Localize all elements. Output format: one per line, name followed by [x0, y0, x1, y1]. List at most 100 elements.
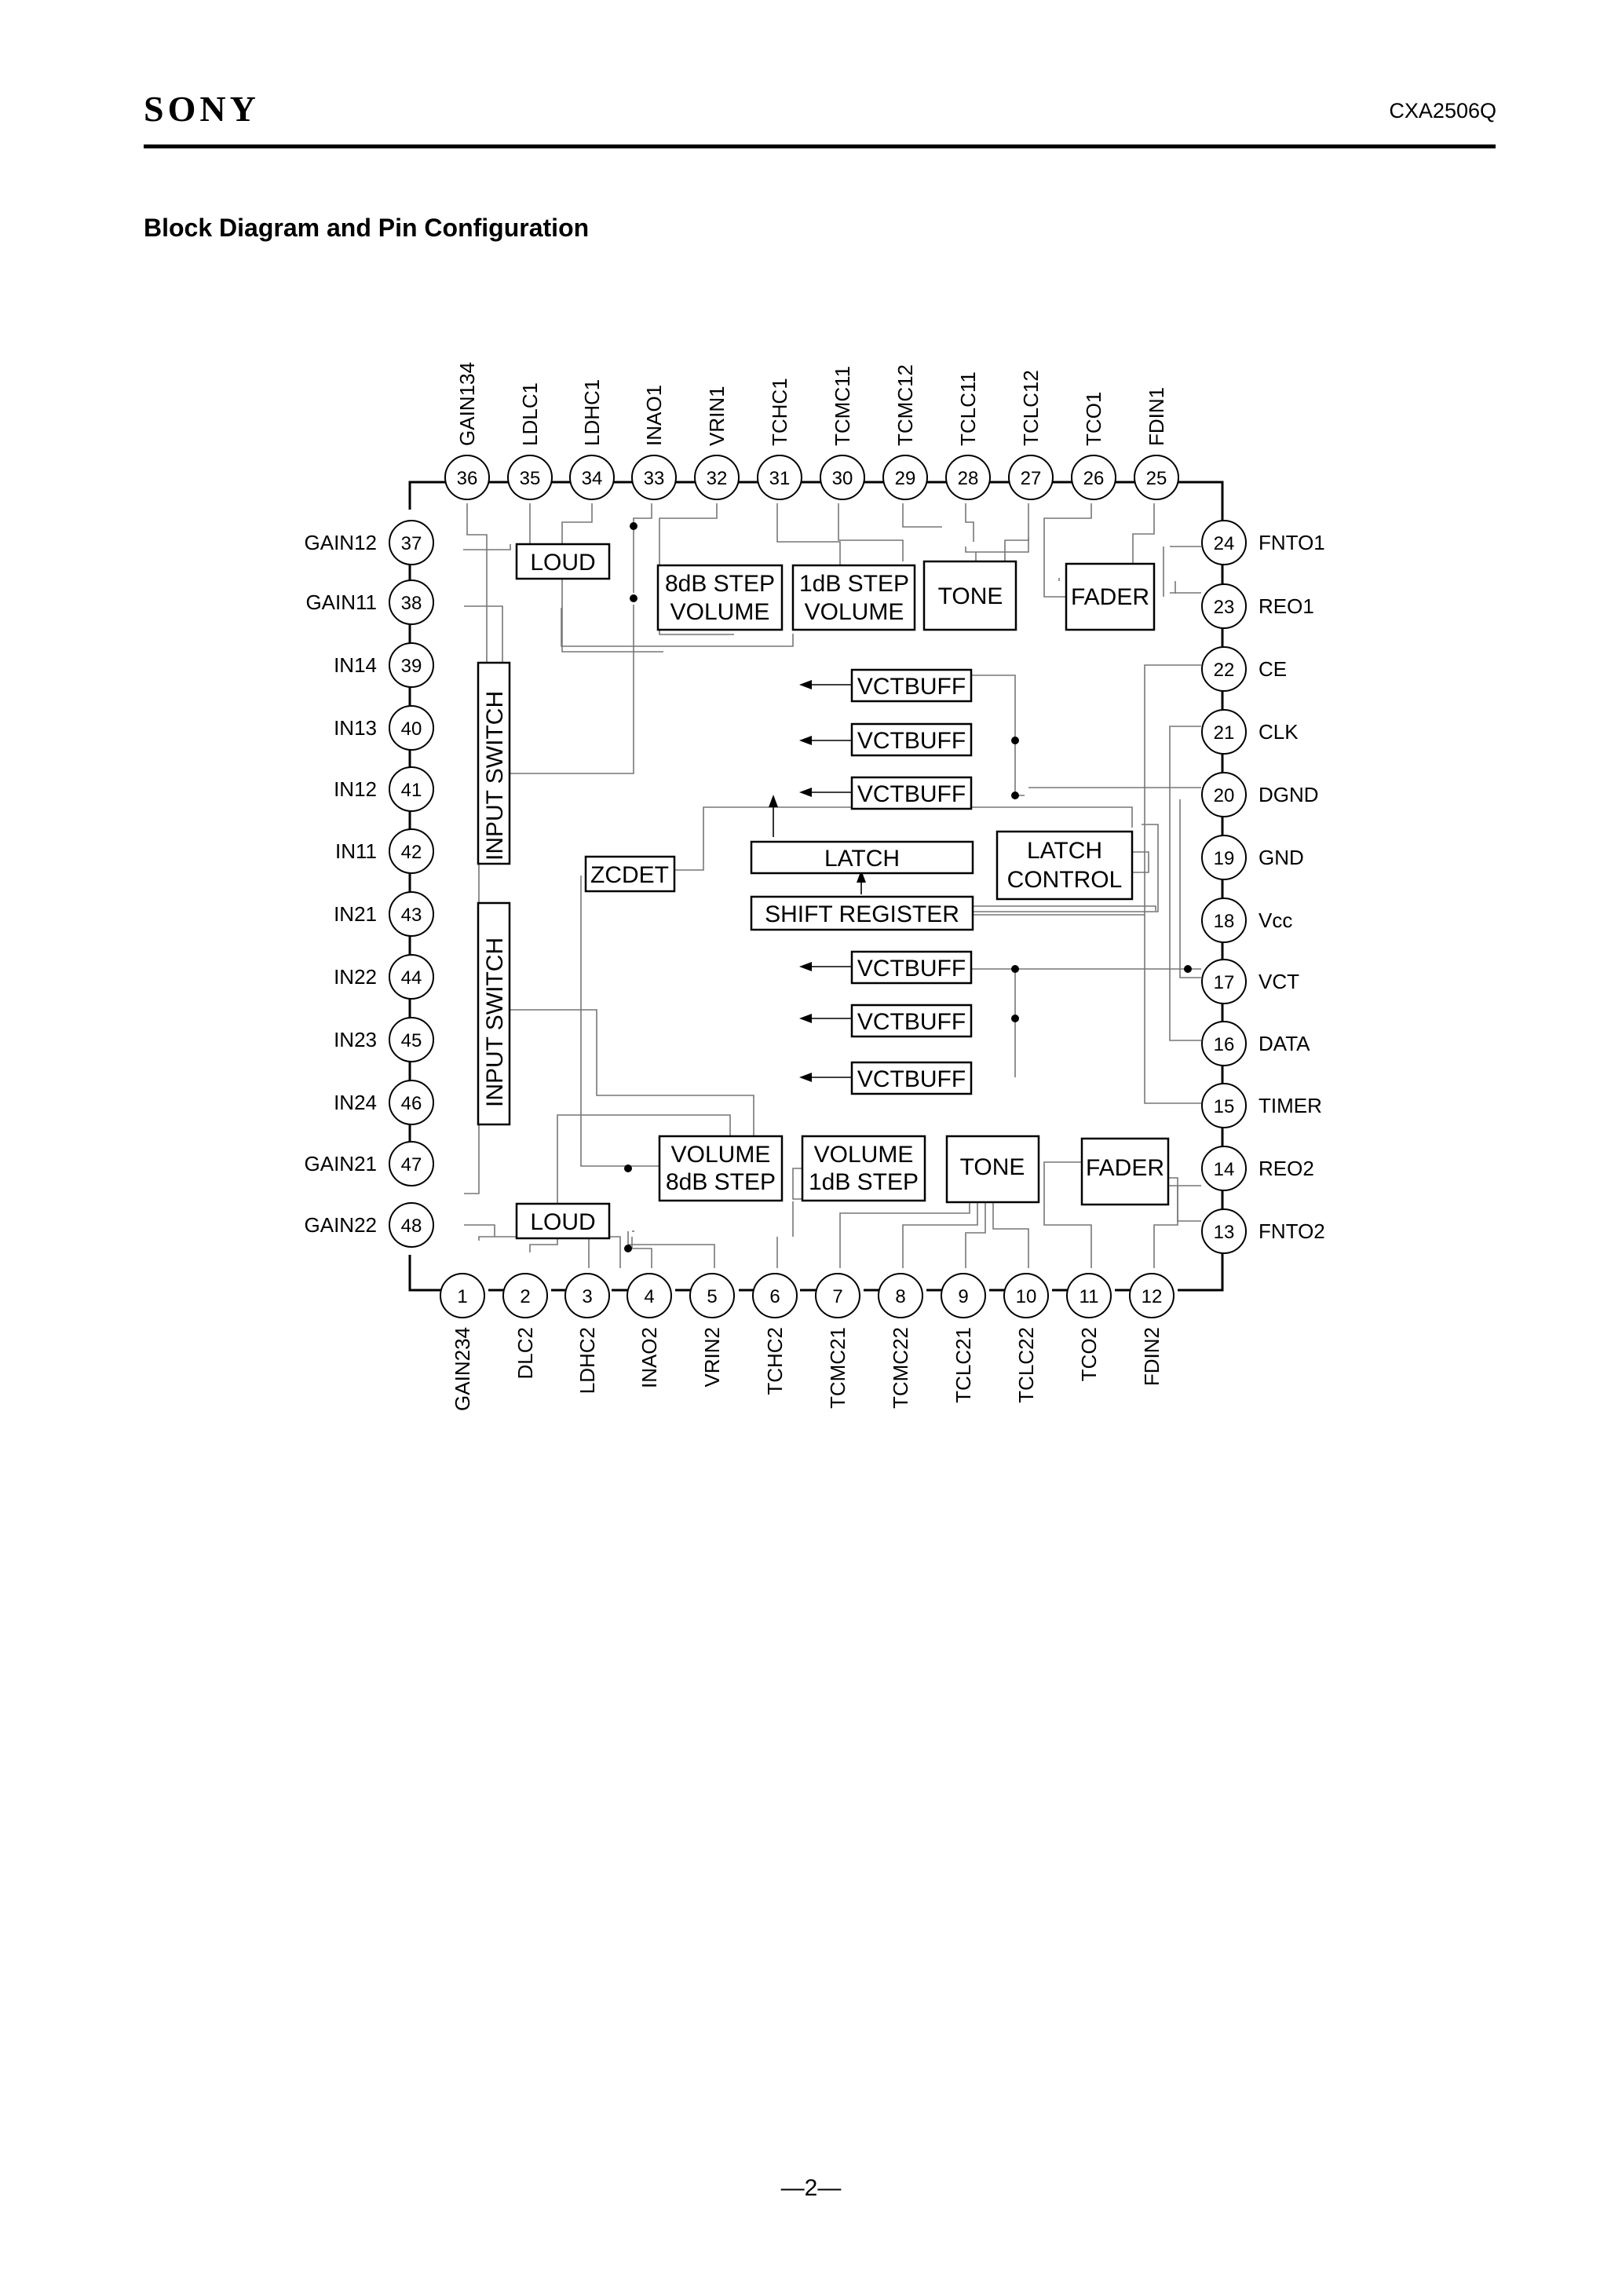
pin-circle	[1201, 1208, 1247, 1254]
pin-label: TIMER	[1259, 1094, 1322, 1117]
pin-number: 11	[1080, 1286, 1099, 1307]
pin-circle	[1008, 455, 1054, 500]
pin-label: TCMC22	[889, 1327, 912, 1409]
pin-number: 5	[707, 1286, 717, 1307]
pin-number: 28	[958, 468, 979, 489]
pin-label: DLC2	[513, 1327, 537, 1379]
pin-label: INAO1	[642, 385, 666, 446]
pin-circle	[569, 455, 615, 500]
tone-block-2: TONE	[945, 1135, 1040, 1204]
pin-number: 47	[401, 1154, 422, 1175]
pin-number: 38	[401, 593, 422, 614]
pin-circle	[389, 705, 434, 751]
svg-text:VOLUME: VOLUME	[805, 599, 904, 625]
svg-text:VCTBUFF: VCTBUFF	[857, 956, 966, 982]
pin-number: 19	[1214, 848, 1235, 869]
pin-circle	[878, 1273, 923, 1318]
pin-circle	[389, 1017, 434, 1062]
page-number: —2—	[780, 2175, 842, 2201]
pin-label: LDHC1	[580, 379, 604, 446]
pin-circle	[694, 455, 740, 500]
pin-number: 13	[1214, 1222, 1235, 1243]
svg-text:INPUT SWITCH: INPUT SWITCH	[482, 691, 508, 861]
pin-number: 35	[520, 468, 541, 489]
pin-label: VCT	[1259, 970, 1299, 993]
pin-27: 27 TCLC12	[1008, 370, 1054, 500]
pin-circle	[440, 1273, 485, 1318]
pin-circle	[1071, 455, 1116, 500]
pin-circle	[1201, 646, 1247, 692]
pin-number: 40	[401, 718, 422, 740]
pin-number: 24	[1214, 533, 1235, 554]
pin-number: 25	[1146, 468, 1167, 489]
pin-number: 26	[1083, 468, 1105, 489]
pin-number: 20	[1214, 785, 1235, 806]
pin-circle	[1201, 959, 1247, 1004]
pin-label: GND	[1259, 846, 1304, 869]
pin-circle	[1201, 520, 1247, 565]
pin-number: 23	[1214, 597, 1235, 618]
pin-23: 23 REO1	[1201, 583, 1314, 629]
volume-8db-block-2: VOLUME 8dB STEP	[658, 1135, 784, 1202]
pin-label: TCLC12	[1019, 370, 1043, 446]
part-number: CXA2506Q	[1389, 99, 1496, 122]
pin-circle	[389, 766, 434, 812]
pin-label: TCO2	[1077, 1327, 1101, 1381]
pin-number: 16	[1214, 1034, 1235, 1055]
fader-block-1: FADER	[1065, 562, 1156, 631]
pin-label: FNTO2	[1259, 1219, 1325, 1243]
pin-circle	[1201, 898, 1247, 943]
pin-circle	[815, 1273, 860, 1318]
pin-circle	[1003, 1273, 1049, 1318]
svg-text:TONE: TONE	[938, 583, 1003, 609]
pin-label: CLK	[1259, 720, 1299, 744]
pin-label: INAO2	[637, 1327, 661, 1388]
svg-text:LATCH: LATCH	[1027, 838, 1102, 864]
shift-register-block: SHIFT REGISTER	[750, 895, 974, 931]
pin-number: 48	[401, 1216, 422, 1237]
pin-label: GAIN234	[451, 1327, 474, 1411]
svg-text:VCTBUFF: VCTBUFF	[857, 781, 966, 807]
pin-circle	[389, 520, 434, 565]
pin-number: 2	[520, 1286, 530, 1307]
pin-circle	[752, 1273, 798, 1318]
header-rule	[144, 144, 1496, 148]
pin-circle	[1201, 1021, 1247, 1066]
svg-text:1dB STEP: 1dB STEP	[799, 571, 909, 597]
vctbuff-block-3: VCTBUFF	[850, 776, 973, 810]
pin-24: 24 FNTO1	[1201, 520, 1325, 565]
chip-outline	[408, 481, 446, 510]
pin-label: REO1	[1259, 594, 1314, 618]
pin-label: DGND	[1259, 783, 1319, 806]
pin-label: CE	[1259, 657, 1287, 681]
vctbuff-block-5: VCTBUFF	[850, 1004, 973, 1038]
pin-label: TCMC12	[893, 364, 917, 446]
pin-label: FNTO1	[1259, 531, 1325, 554]
svg-text:1dB STEP: 1dB STEP	[809, 1169, 919, 1195]
svg-text:VCTBUFF: VCTBUFF	[857, 674, 966, 700]
svg-text:TONE: TONE	[960, 1154, 1025, 1180]
vctbuff-block-4: VCTBUFF	[850, 950, 973, 985]
pin-number: 34	[582, 468, 603, 489]
pin-number: 15	[1214, 1096, 1235, 1117]
pin-19: 19 GND	[1201, 835, 1304, 880]
pin-circle	[631, 455, 677, 500]
pin-40: 40 IN13	[334, 705, 434, 751]
pin-circle	[1129, 1273, 1174, 1318]
pin-label: IN13	[334, 716, 377, 740]
pin-number: 27	[1021, 468, 1042, 489]
